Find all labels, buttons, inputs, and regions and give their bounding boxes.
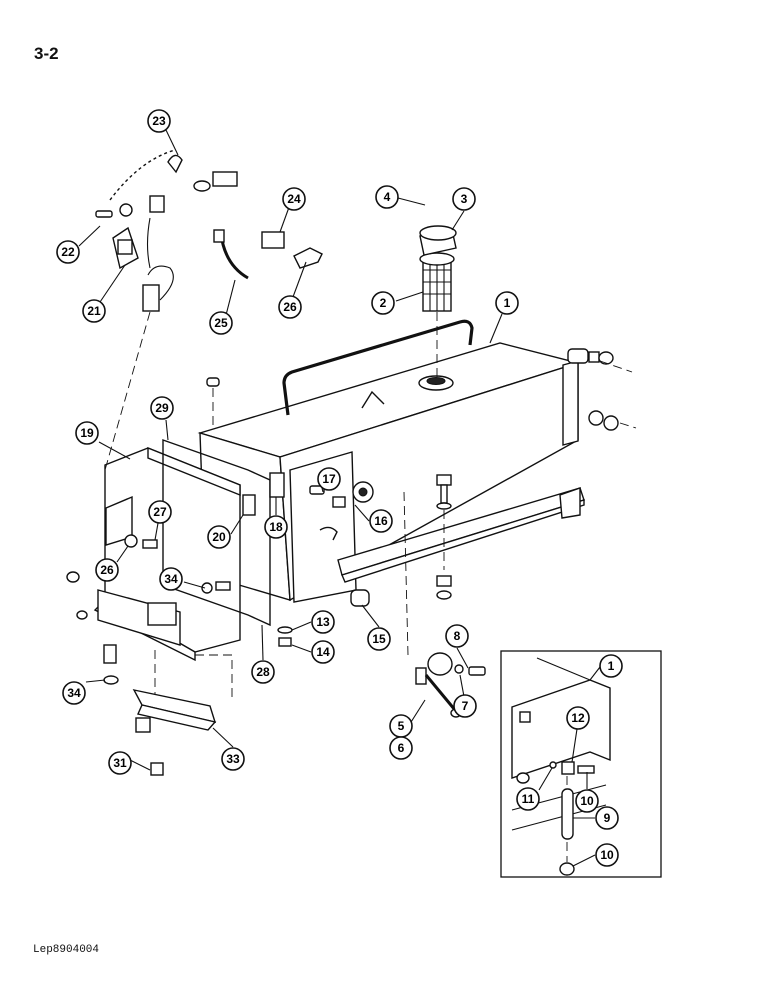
inset-detail — [500, 650, 662, 878]
callout-label: 16 — [374, 514, 388, 528]
callout-label: 25 — [214, 316, 228, 330]
callout-29: 28 — [251, 660, 275, 684]
lower-guard — [103, 644, 233, 776]
callout-label: 9 — [604, 811, 611, 825]
callout-10b: 10 — [595, 843, 619, 867]
callout-label: 27 — [153, 505, 167, 519]
callout-label: 34 — [67, 686, 81, 700]
callout-21: 21 — [82, 299, 106, 323]
page-number: 3-2 — [34, 44, 59, 63]
callout-label: 12 — [571, 711, 585, 725]
callout-15: 15 — [367, 627, 391, 651]
callout-label: 34 — [164, 572, 178, 586]
callout-label: 31 — [113, 756, 127, 770]
callout-23: 23 — [147, 109, 171, 133]
callout-30: 29 — [150, 396, 174, 420]
callout-5: 5 — [389, 714, 413, 738]
callout-25: 25 — [209, 311, 233, 335]
callout-16: 16 — [369, 509, 393, 533]
callout-label: 7 — [462, 699, 469, 713]
callout-label: 11 — [522, 792, 535, 806]
bracket-18 — [269, 472, 285, 498]
callout-1-inset: 1 — [599, 654, 623, 678]
callout-label: 28 — [256, 665, 270, 679]
callout-14: 14 — [311, 640, 335, 664]
callout-22: 22 — [56, 240, 80, 264]
switch-components — [95, 149, 323, 471]
callout-label: 17 — [322, 472, 336, 486]
callouts: 1 2 3 4 5 6 7 8 17 16 15 13 14 18 19 20 … — [56, 109, 623, 867]
callout-17: 17 — [317, 467, 341, 491]
callout-13: 13 — [311, 610, 335, 634]
callout-6: 6 — [389, 736, 413, 760]
callout-label: 24 — [287, 192, 301, 206]
callout-27: 26 — [95, 558, 119, 582]
callout-label: 13 — [316, 615, 330, 629]
tank-body — [197, 319, 585, 603]
callout-label: 22 — [61, 245, 75, 259]
strainer — [419, 252, 455, 312]
callout-label: 1 — [608, 659, 615, 673]
tank-fittings — [277, 481, 374, 647]
callout-12: 12 — [566, 706, 590, 730]
callout-label: 3 — [461, 192, 468, 206]
callout-label: 26 — [283, 300, 297, 314]
callout-label: 33 — [226, 752, 240, 766]
callout-31: 31 — [108, 751, 132, 775]
callout-34b: 34 — [62, 681, 86, 705]
callout-label: 10 — [580, 794, 594, 808]
callout-label: 14 — [316, 645, 330, 659]
callout-label: 26 — [100, 563, 114, 577]
callout-2: 2 — [371, 291, 395, 315]
callout-label: 1 — [504, 296, 511, 310]
callout-19: 19 — [75, 421, 99, 445]
callout-11: 11 — [516, 787, 540, 811]
callout-label: 19 — [80, 426, 94, 440]
callout-label: 20 — [212, 530, 226, 544]
callout-1: 1 — [495, 291, 519, 315]
callout-label: 23 — [152, 114, 166, 128]
callout-24: 24 — [282, 187, 306, 211]
callout-26: 26 — [278, 295, 302, 319]
callout-label: 29 — [155, 401, 169, 415]
strap-bolt — [436, 474, 452, 600]
callout-18: 18 — [264, 515, 288, 539]
callout-label: 15 — [372, 632, 386, 646]
callout-label: 2 — [380, 296, 387, 310]
callout-33: 33 — [221, 747, 245, 771]
callout-label: 18 — [269, 520, 283, 534]
callout-7: 7 — [453, 694, 477, 718]
callout-8: 8 — [445, 624, 469, 648]
callout-10a: 10 — [575, 789, 599, 813]
filler-cap — [419, 225, 457, 256]
cover-assembly — [66, 446, 241, 662]
right-hardware — [567, 348, 637, 431]
callout-label: 4 — [384, 190, 391, 204]
callout-3: 3 — [452, 187, 476, 211]
callout-label: 5 — [398, 719, 405, 733]
callout-9: 9 — [595, 806, 619, 830]
callout-label: 8 — [454, 629, 461, 643]
callout-4: 4 — [375, 185, 399, 209]
top-bolt — [206, 377, 220, 430]
document-code: Lep8904004 — [33, 944, 100, 956]
callout-34a: 34 — [159, 567, 183, 591]
callout-label: 10 — [600, 848, 614, 862]
callout-label: 21 — [87, 304, 101, 318]
callout-28: 27 — [148, 500, 172, 524]
callout-label: 6 — [398, 741, 405, 755]
callout-20: 20 — [207, 525, 231, 549]
